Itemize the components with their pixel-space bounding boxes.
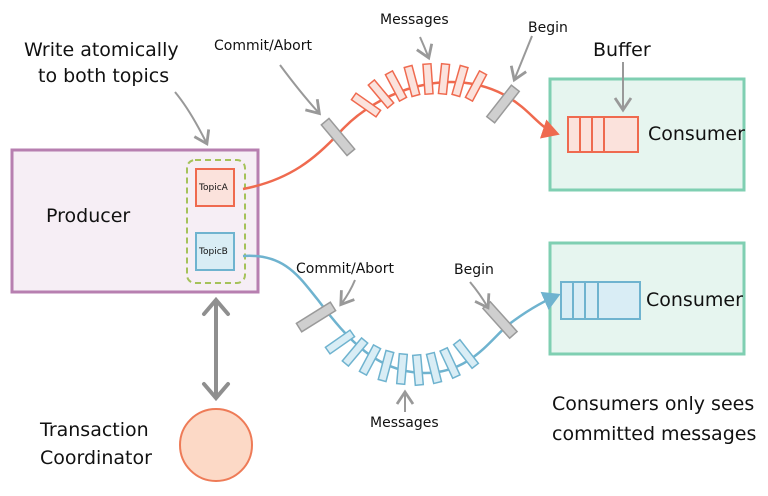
- arrow-begin-top: [509, 35, 533, 83]
- annotation-arrows: [174, 35, 633, 412]
- consumers-note-line2: committed messages: [552, 423, 757, 445]
- messages-bottom: [324, 329, 480, 387]
- arrow-messages-top: [416, 36, 434, 61]
- messages-top: [350, 62, 488, 118]
- consumer-label-top: Consumer: [648, 123, 745, 145]
- topic-a-label: TopicA: [199, 183, 228, 193]
- consumers-note-line1: Consumers only sees: [552, 393, 755, 415]
- messages-label-top: Messages: [380, 12, 449, 28]
- coordinator-label-line1: Transaction: [40, 419, 149, 441]
- commit-marker-bottom: [295, 301, 337, 333]
- topics-group: [186, 159, 246, 284]
- begin-label-top: Begin: [528, 20, 568, 36]
- begin-label-bottom: Begin: [454, 262, 494, 278]
- write-atomically-line2: to both topics: [38, 65, 170, 87]
- coordinator-label-line2: Coordinator: [40, 447, 152, 469]
- commit-marker-top: [320, 117, 356, 157]
- topic-b-label: TopicB: [199, 247, 228, 257]
- commit-label-bottom: Commit/Abort: [296, 261, 394, 277]
- commit-label-top: Commit/Abort: [214, 38, 312, 54]
- buffer-bottom: [560, 281, 641, 320]
- topic-b-box: [195, 232, 235, 271]
- begin-marker-top: [485, 84, 521, 124]
- arrow-commit-bottom: [339, 279, 356, 307]
- coordinator-link: [202, 296, 230, 402]
- arrow-commit-top: [279, 64, 322, 116]
- coordinator-circle: [179, 408, 253, 482]
- messages-label-bottom: Messages: [370, 415, 439, 431]
- arrow-write-atomically: [174, 91, 211, 147]
- write-atomically-line1: Write atomically: [24, 39, 179, 61]
- producer-label: Producer: [46, 205, 131, 227]
- buffer-label: Buffer: [593, 39, 651, 61]
- topic-a-box: [195, 168, 235, 207]
- buffer-top: [567, 116, 639, 153]
- arrow-begin-bottom: [469, 281, 491, 310]
- consumer-label-bottom: Consumer: [646, 289, 743, 311]
